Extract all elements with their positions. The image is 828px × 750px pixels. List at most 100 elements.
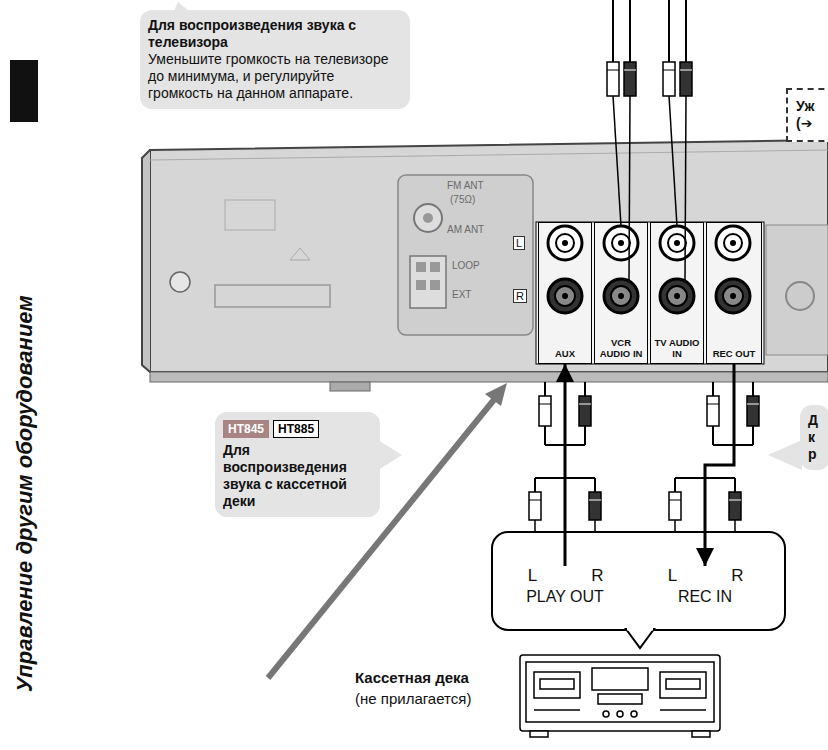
unit-rear (150, 140, 828, 372)
cable (544, 382, 546, 396)
cable (668, 0, 670, 62)
rca-jack (716, 279, 750, 313)
terminal-label: AM ANT (447, 224, 484, 235)
reference-box: Уж(➔ (786, 88, 828, 142)
rca-plug (607, 62, 619, 96)
cable (669, 96, 677, 226)
drawing-stroke (589, 500, 601, 501)
cable (712, 382, 714, 396)
drawing-stroke (579, 404, 591, 405)
rca-jack (604, 279, 638, 313)
node-text: TV AUDIO IN (652, 337, 702, 359)
rca-plug (747, 396, 759, 426)
drawing-stroke (607, 70, 619, 71)
drawing-stroke (669, 500, 681, 501)
node-text: Для воспроизведения звука с телевизора (148, 17, 402, 51)
cable (629, 0, 631, 62)
drawing-stroke (723, 286, 743, 306)
drawing-stroke (618, 240, 624, 246)
note-callout: Д к р (800, 405, 828, 470)
node-text: PLAY OUT (500, 588, 630, 606)
drawing-stroke (730, 293, 736, 299)
rca-plug (589, 492, 601, 520)
node-text: R (731, 566, 743, 586)
node-text: L (528, 566, 537, 586)
note-callout: Для воспроизведения звука с телевизораУм… (140, 10, 410, 109)
node-text: HT885 (273, 420, 319, 438)
cable (685, 96, 686, 280)
cable (584, 382, 586, 396)
node-text: (не прилагается) (355, 688, 517, 710)
drawing-stroke (562, 240, 568, 246)
drawing-stroke (707, 404, 719, 405)
drawing-stroke (562, 293, 568, 299)
cable (534, 478, 536, 492)
node-text: Кассетная дека (355, 668, 517, 688)
terminal-label: FM ANT (447, 180, 484, 191)
drawing-stroke (663, 70, 675, 71)
node-text: Уменьшите громкость на телевизоре до мин… (148, 51, 402, 102)
drawing-stroke (539, 404, 551, 405)
cable (613, 96, 621, 226)
node-text: REC OUT (713, 348, 756, 359)
cassette-deck (520, 655, 720, 737)
terminal-label: EXT (452, 289, 471, 300)
drawing-stroke (674, 293, 680, 299)
drawing-stroke (667, 286, 687, 306)
drawing-stroke (680, 70, 692, 71)
drawing-stroke (556, 234, 574, 252)
cable (674, 478, 676, 492)
node-text: (➔ (796, 115, 828, 132)
terminal-label: (75Ω) (450, 194, 475, 205)
jack-group: REC OUT (706, 222, 762, 364)
node-text: Д к р (808, 412, 822, 463)
node-text: VCR AUDIO IN (596, 337, 646, 359)
channel-label: L (513, 236, 525, 250)
bubble-tail (768, 440, 802, 470)
jack-group: TV AUDIO IN (650, 222, 704, 364)
node-text: L (668, 566, 677, 586)
bubble-tail (378, 440, 402, 470)
node-text: AUX (555, 348, 575, 359)
node-text: R (591, 566, 603, 586)
cable (712, 426, 714, 445)
rca-plug (707, 396, 719, 426)
rca-plug (680, 62, 692, 96)
cable (594, 478, 596, 492)
cable (544, 426, 546, 445)
rca-jack (660, 226, 694, 260)
input-terminals: L R REC IN (640, 566, 770, 606)
section-title: Управление другим оборудованием (12, 295, 38, 692)
signal-arrow (564, 364, 567, 566)
jack-group: VCR AUDIO IN (594, 222, 648, 364)
rca-plug (579, 396, 591, 426)
drawing-stroke (668, 234, 686, 252)
cable (612, 0, 614, 62)
rca-jack (660, 279, 694, 313)
drawing-stroke (611, 286, 631, 306)
drawing-stroke (729, 500, 741, 501)
rca-plug (729, 492, 741, 520)
cable (685, 0, 687, 62)
drawing-stroke (555, 286, 575, 306)
drawing-stroke (724, 234, 742, 252)
drawing-stroke (747, 404, 759, 405)
cable (629, 96, 630, 280)
drawing-stroke (624, 70, 636, 71)
jack-group: AUX (538, 222, 592, 364)
rca-plug (669, 492, 681, 520)
node-text: REC IN (640, 588, 770, 606)
drawing-stroke (730, 240, 736, 246)
rca-plug (624, 62, 636, 96)
rca-jack (604, 226, 638, 260)
section-mark (10, 60, 38, 122)
terminal-panel (492, 532, 785, 630)
note-callout: HT845HT885Для воспроизведения звука с ка… (215, 412, 380, 517)
drawing-stroke (529, 500, 541, 501)
cable (752, 382, 754, 396)
rca-jack (716, 226, 750, 260)
output-terminals: L R PLAY OUT (500, 566, 630, 606)
drawing-stroke (618, 293, 624, 299)
node-text: Уж (796, 98, 828, 115)
